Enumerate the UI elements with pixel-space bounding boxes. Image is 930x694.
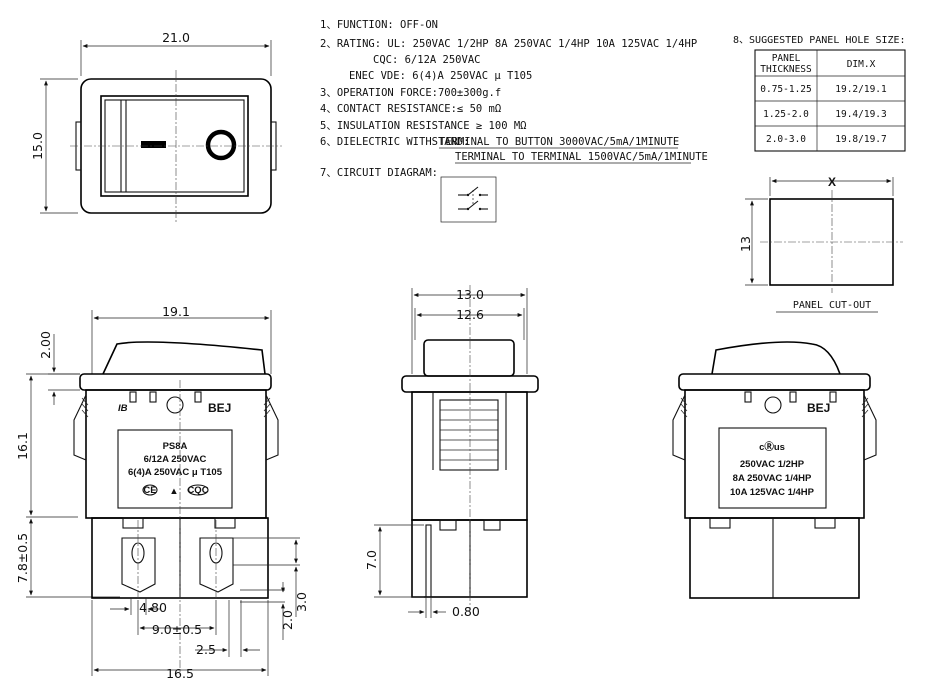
table-row: 2.0-3.0 bbox=[766, 134, 806, 145]
spec-2: 2、RATING: UL: 250VAC 1/2HP 8A 250VAC 1/4… bbox=[320, 38, 697, 50]
front-label-line: 6(4)A 250VAC μ T105 bbox=[128, 467, 223, 478]
ul-mark-icon: cⓇus bbox=[759, 441, 785, 453]
table-row: 19.2/19.1 bbox=[835, 84, 887, 95]
panel-hole-table: 8、SUGGESTED PANEL HOLE SIZE: PANEL THICK… bbox=[733, 35, 906, 152]
back-view: BEJ cⓇus 250VAC 1/2HP 8A 250VAC 1/4HP 10… bbox=[672, 341, 877, 599]
cert-mark-1: CE bbox=[143, 485, 156, 496]
front-label-line: PS8A bbox=[163, 441, 188, 452]
spec-7: 7、CIRCUIT DIAGRAM: bbox=[320, 167, 438, 179]
side-outer-width: 13.0 bbox=[456, 287, 484, 302]
circuit-diagram bbox=[440, 176, 497, 223]
header-dimx: DIM.X bbox=[847, 59, 876, 70]
table-row: 0.75-1.25 bbox=[760, 84, 811, 95]
spec-6: 6、DIELECTRIC WITHSTAND: bbox=[320, 136, 470, 148]
back-label-line: 250VAC 1/2HP bbox=[740, 459, 805, 470]
dim-4-80: 4.80 bbox=[139, 600, 167, 615]
cert-marks: CE ▲ CQC bbox=[142, 484, 209, 497]
spec-6-line2: TERMINAL TO TERMINAL 1500VAC/5mA/1MINUTE bbox=[455, 151, 708, 163]
cutout-height-label: 13 bbox=[738, 236, 753, 252]
logo-icon: IB bbox=[118, 403, 128, 414]
spec-6-line1: TERMINAL TO BUTTON 3000VAC/5mA/1MINUTE bbox=[439, 136, 679, 148]
table-row: 19.8/19.7 bbox=[835, 134, 886, 145]
side-pin-dim: 0.80 bbox=[452, 604, 480, 619]
cert-mark-3: CQC bbox=[187, 485, 208, 496]
front-brand: BEJ bbox=[208, 401, 231, 415]
top-view: 21.0 15.0 bbox=[30, 30, 282, 222]
dim-2-0: 2.0 bbox=[280, 610, 295, 630]
cutout-caption: PANEL CUT-OUT bbox=[793, 300, 871, 311]
spec-2-enec: ENEC VDE: 6(4)A 250VAC μ T105 bbox=[349, 70, 532, 82]
on-symbol-icon bbox=[205, 129, 237, 161]
cert-mark-2: ▲ bbox=[169, 486, 178, 497]
header-thickness-2: THICKNESS bbox=[760, 64, 812, 75]
dim-16-5: 16.5 bbox=[166, 666, 194, 681]
spec-1: 1、FUNCTION: OFF-ON bbox=[320, 19, 438, 31]
off-symbol-icon bbox=[141, 141, 166, 148]
panel-cutout: X 13 PANEL CUT-OUT bbox=[738, 175, 903, 313]
front-label-line: 6/12A 250VAC bbox=[144, 454, 207, 465]
side-height-dim: 7.0 bbox=[364, 550, 379, 570]
back-label-line: 10A 125VAC 1/4HP bbox=[730, 487, 815, 498]
front-width-dim: 19.1 bbox=[162, 304, 190, 319]
spec-list: 1、FUNCTION: OFF-ON 2、RATING: UL: 250VAC … bbox=[320, 19, 708, 223]
back-brand: BEJ bbox=[807, 401, 830, 415]
side-view: 13.0 12.6 7.0 bbox=[364, 285, 539, 619]
table-row: 19.4/19.3 bbox=[835, 109, 886, 120]
front-height-dim: 16.1 bbox=[15, 432, 30, 460]
spec-5: 5、INSULATION RESISTANCE ≥ 100 MΩ bbox=[320, 120, 526, 132]
dim-2-5: 2.5 bbox=[196, 642, 216, 657]
front-rocker-dim: 2.00 bbox=[38, 331, 53, 359]
header-thickness-1: PANEL bbox=[772, 53, 801, 64]
top-height-dim: 15.0 bbox=[30, 132, 45, 160]
front-view: 19.1 2.00 16.1 7.8±0.5 IB BEJ bbox=[15, 304, 309, 681]
spec-4: 4、CONTACT RESISTANCE:≤ 50 mΩ bbox=[320, 103, 501, 115]
panel-title: 8、SUGGESTED PANEL HOLE SIZE: bbox=[733, 35, 906, 46]
cutout-x-label: X bbox=[828, 175, 836, 189]
dim-3-0: 3.0 bbox=[294, 592, 309, 612]
table-row: 1.25-2.0 bbox=[763, 109, 809, 120]
back-label-line: 8A 250VAC 1/4HP bbox=[733, 473, 812, 484]
front-terminal-dim: 7.8±0.5 bbox=[15, 533, 30, 583]
top-width-dim: 21.0 bbox=[162, 30, 190, 45]
spec-2-cqc: CQC: 6/12A 250VAC bbox=[373, 54, 480, 66]
dim-9-0: 9.0±0.5 bbox=[152, 622, 202, 637]
spec-3: 3、OPERATION FORCE:700±300g.f bbox=[320, 87, 501, 99]
